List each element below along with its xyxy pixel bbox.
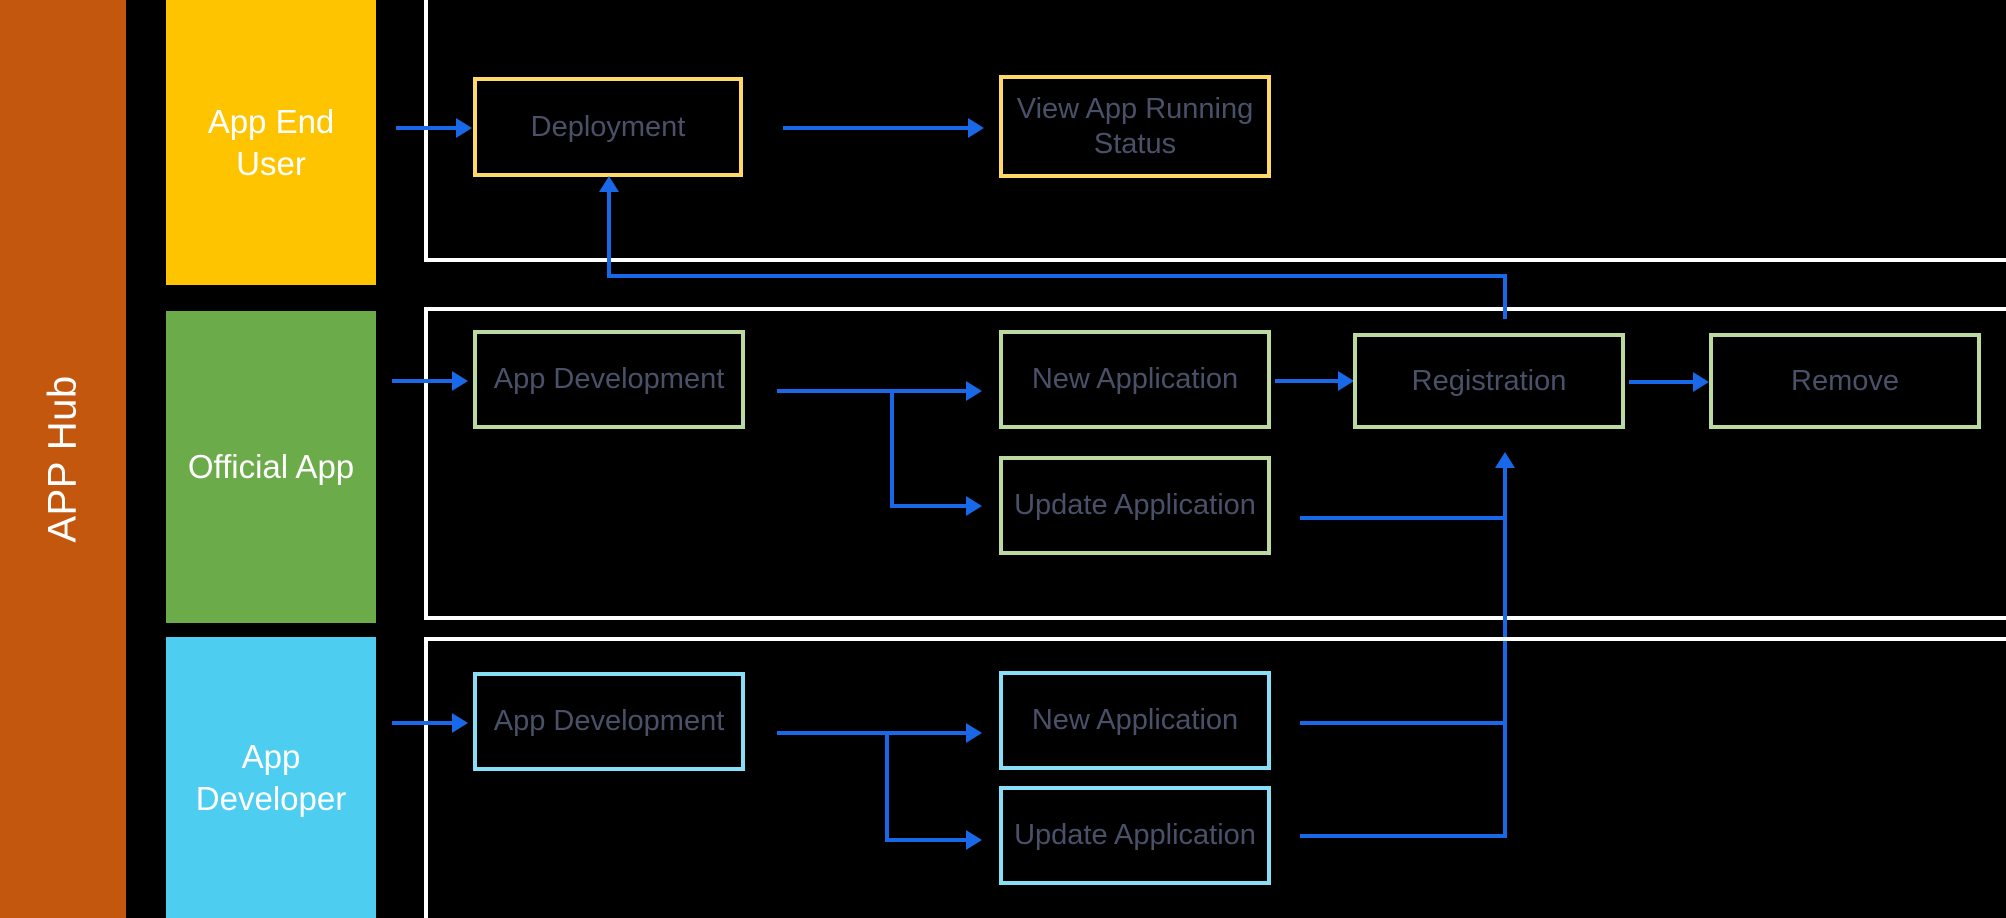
node-official-app-development[interactable]: App Development (473, 330, 745, 429)
arrowhead-official-new-application (966, 381, 982, 401)
lane-frame-app-developer (424, 637, 2006, 918)
connector-officialapp-to-development (392, 379, 454, 383)
connector-developer-dev-split-vertical (885, 731, 889, 842)
connector-deployment-to-view-status (783, 126, 973, 130)
node-developer-new-application[interactable]: New Application (999, 671, 1271, 770)
arrowhead-officialapp-to-development (452, 371, 468, 391)
arrowhead-official-update-application (966, 496, 982, 516)
connector-registration-collector-trunk (1503, 466, 1507, 838)
lane-frame-app-end-user (424, 0, 2006, 262)
node-deployment[interactable]: Deployment (473, 77, 743, 177)
app-hub-title: APP Hub (40, 375, 85, 543)
arrowhead-feedback-to-deployment (599, 176, 619, 192)
connector-official-dev-split-top (777, 389, 971, 393)
connector-official-update-to-registration (1300, 516, 1505, 520)
arrowhead-developer-new-application (966, 723, 982, 743)
connector-developer-update-to-registration (1300, 834, 1505, 838)
connector-registration-feedback-up (1503, 274, 1507, 319)
actor-app-developer: App Developer (166, 637, 376, 918)
connector-developer-dev-split-top (777, 731, 971, 735)
node-official-new-application[interactable]: New Application (999, 330, 1271, 429)
node-view-app-running-status[interactable]: View App Running Status (999, 75, 1271, 178)
connector-official-dev-split-vertical (890, 389, 894, 508)
arrowhead-developer-to-development (452, 713, 468, 733)
node-developer-app-development[interactable]: App Development (473, 672, 745, 771)
connector-developer-to-development (392, 721, 454, 725)
arrowhead-collector-to-registration (1495, 452, 1515, 468)
connector-registration-feedback-left (607, 274, 1507, 278)
node-official-update-application[interactable]: Update Application (999, 456, 1271, 555)
node-registration[interactable]: Registration (1353, 333, 1625, 429)
arrowhead-official-new-to-registration (1338, 371, 1354, 391)
actor-app-end-user: App End User (166, 0, 376, 285)
connector-developer-dev-split-bottom (885, 838, 971, 842)
arrowhead-registration-to-remove (1693, 372, 1709, 392)
app-hub-sidebar: APP Hub (0, 0, 126, 918)
connector-enduser-to-deployment (396, 126, 458, 130)
arrowhead-enduser-to-deployment (456, 118, 472, 138)
actor-official-app: Official App (166, 311, 376, 623)
connector-feedback-up-to-deployment (607, 190, 611, 278)
arrowhead-deployment-to-view-status (968, 118, 984, 138)
node-remove[interactable]: Remove (1709, 333, 1981, 429)
connector-registration-to-remove (1629, 380, 1698, 384)
lane-frame-official-app (424, 307, 2006, 620)
arrowhead-developer-update-application (966, 830, 982, 850)
connector-developer-new-to-registration (1300, 721, 1505, 725)
connector-official-dev-split-bottom (890, 504, 971, 508)
node-developer-update-application[interactable]: Update Application (999, 786, 1271, 885)
connector-official-new-to-registration (1275, 379, 1344, 383)
